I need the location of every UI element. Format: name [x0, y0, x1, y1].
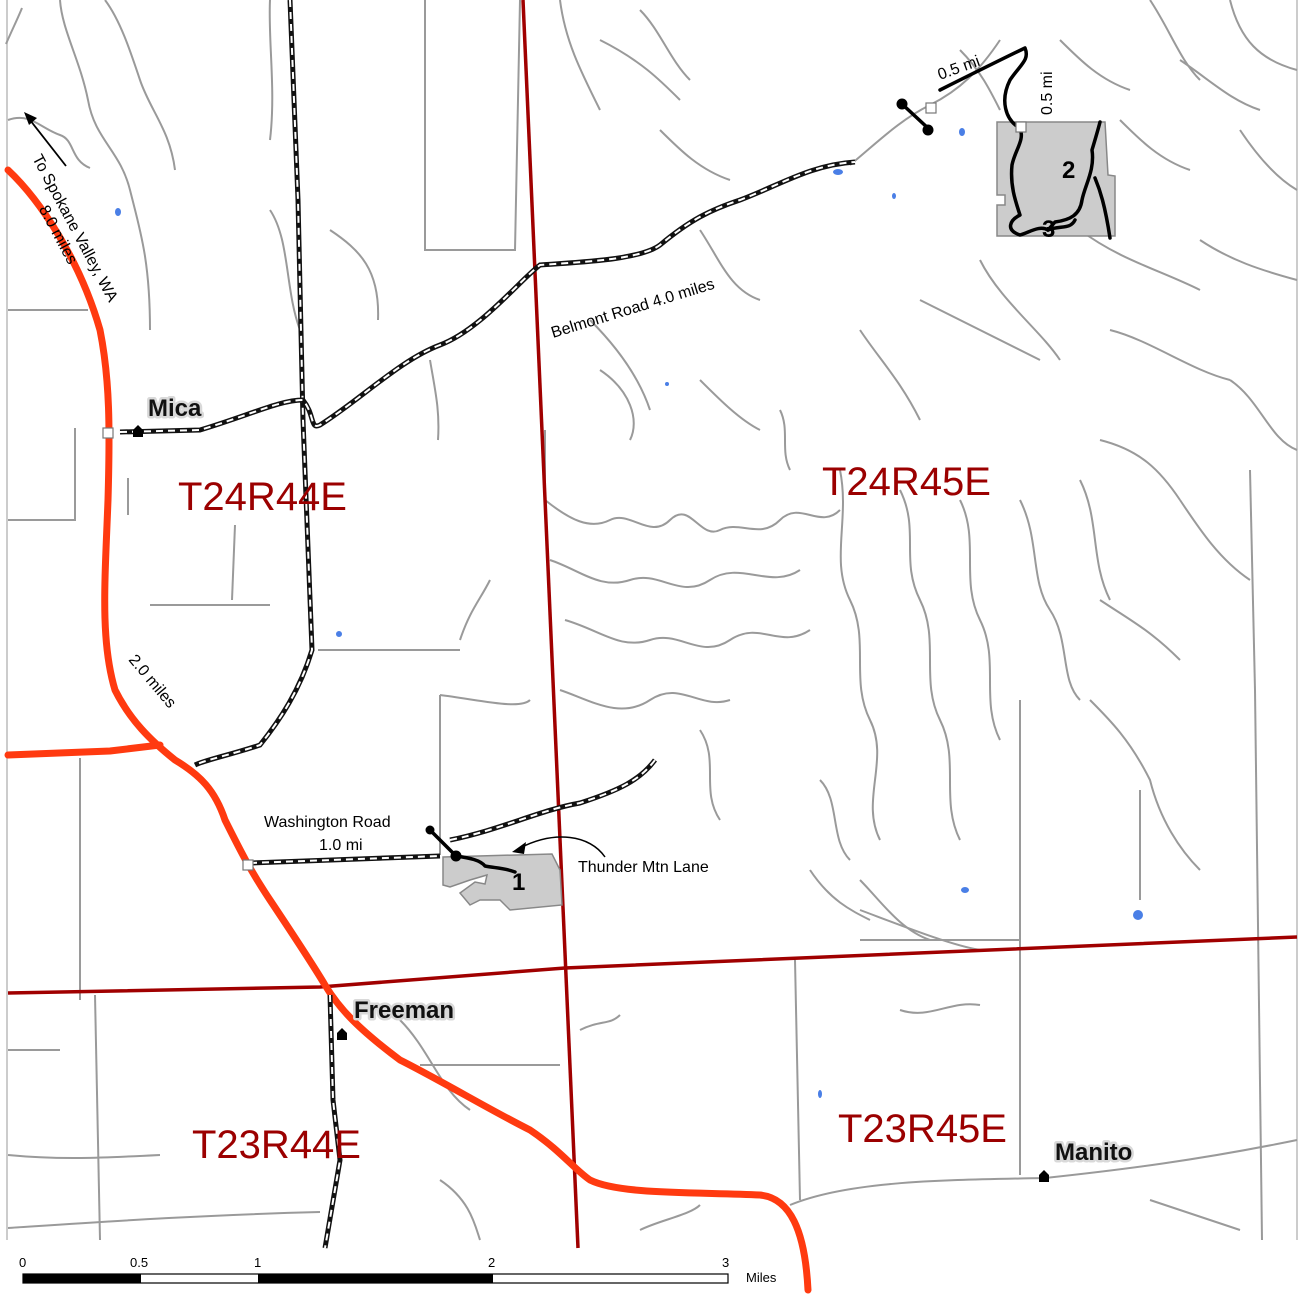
town-label-manito: Manito: [1055, 1139, 1132, 1166]
map-frame: [6, 0, 1298, 1240]
scale-tick-2: 2: [488, 1255, 495, 1270]
house-icon: [1039, 1170, 1049, 1182]
township-label-nw: T24R44E: [178, 475, 347, 519]
rail-roads: [119, 0, 856, 1249]
parcel-number-2: 2: [1062, 157, 1075, 184]
thunder-arrow: [512, 836, 606, 858]
trailhead-dot-icon[interactable]: [922, 124, 934, 136]
arrow-icon: [24, 112, 67, 167]
road-label-washington-line2: 1.0 mi: [319, 837, 363, 854]
parcel-number-3: 3: [1042, 216, 1055, 243]
trailheads: [102, 98, 1027, 871]
township-label-sw: T23R44E: [192, 1123, 361, 1167]
township-label-se: T23R45E: [838, 1107, 1007, 1151]
town-label-freeman: Freeman: [354, 997, 454, 1024]
township-label-ne: T24R45E: [822, 460, 991, 504]
parcels: [442, 121, 1116, 911]
town-markers: [133, 425, 1049, 1182]
parcel-number-1: 1: [512, 869, 525, 896]
trailhead-dot-icon[interactable]: [896, 98, 908, 110]
road-label-belmont: Belmont Road 4.0 miles: [549, 276, 716, 342]
to-spokane-line1: To Spokane Valley, WA: [28, 152, 120, 305]
scale-bar: 0 0.5 1 2 3 Miles: [19, 1255, 777, 1285]
trailhead-dot-icon[interactable]: [425, 825, 435, 835]
parcel-1[interactable]: [442, 853, 563, 911]
house-icon: [133, 425, 143, 437]
township-boundaries: [7, 0, 1298, 1249]
scale-tick-0: 0: [19, 1255, 26, 1270]
scale-tick-3: 3: [722, 1255, 729, 1270]
contour-lines: [5, 0, 1298, 1241]
scale-tick-05: 0.5: [130, 1255, 148, 1270]
highway: [4, 166, 812, 1294]
house-icon: [337, 1028, 347, 1040]
scale-tick-1: 1: [254, 1255, 261, 1270]
road-label-thunder: Thunder Mtn Lane: [578, 859, 709, 876]
road-label-highway-distance: 2.0 miles: [125, 652, 179, 712]
road-label-washington-line1: Washington Road: [264, 814, 391, 831]
road-label-to-spokane: To Spokane Valley, WA 8.0 miles: [28, 152, 120, 305]
water-bodies: [115, 128, 1143, 1098]
scale-unit: Miles: [746, 1270, 777, 1285]
trail-label-b: 0.5 mi: [1039, 71, 1056, 115]
parcel-2-3[interactable]: [996, 121, 1116, 237]
town-label-mica: Mica: [148, 395, 202, 422]
trailhead-dot-icon[interactable]: [450, 850, 462, 862]
